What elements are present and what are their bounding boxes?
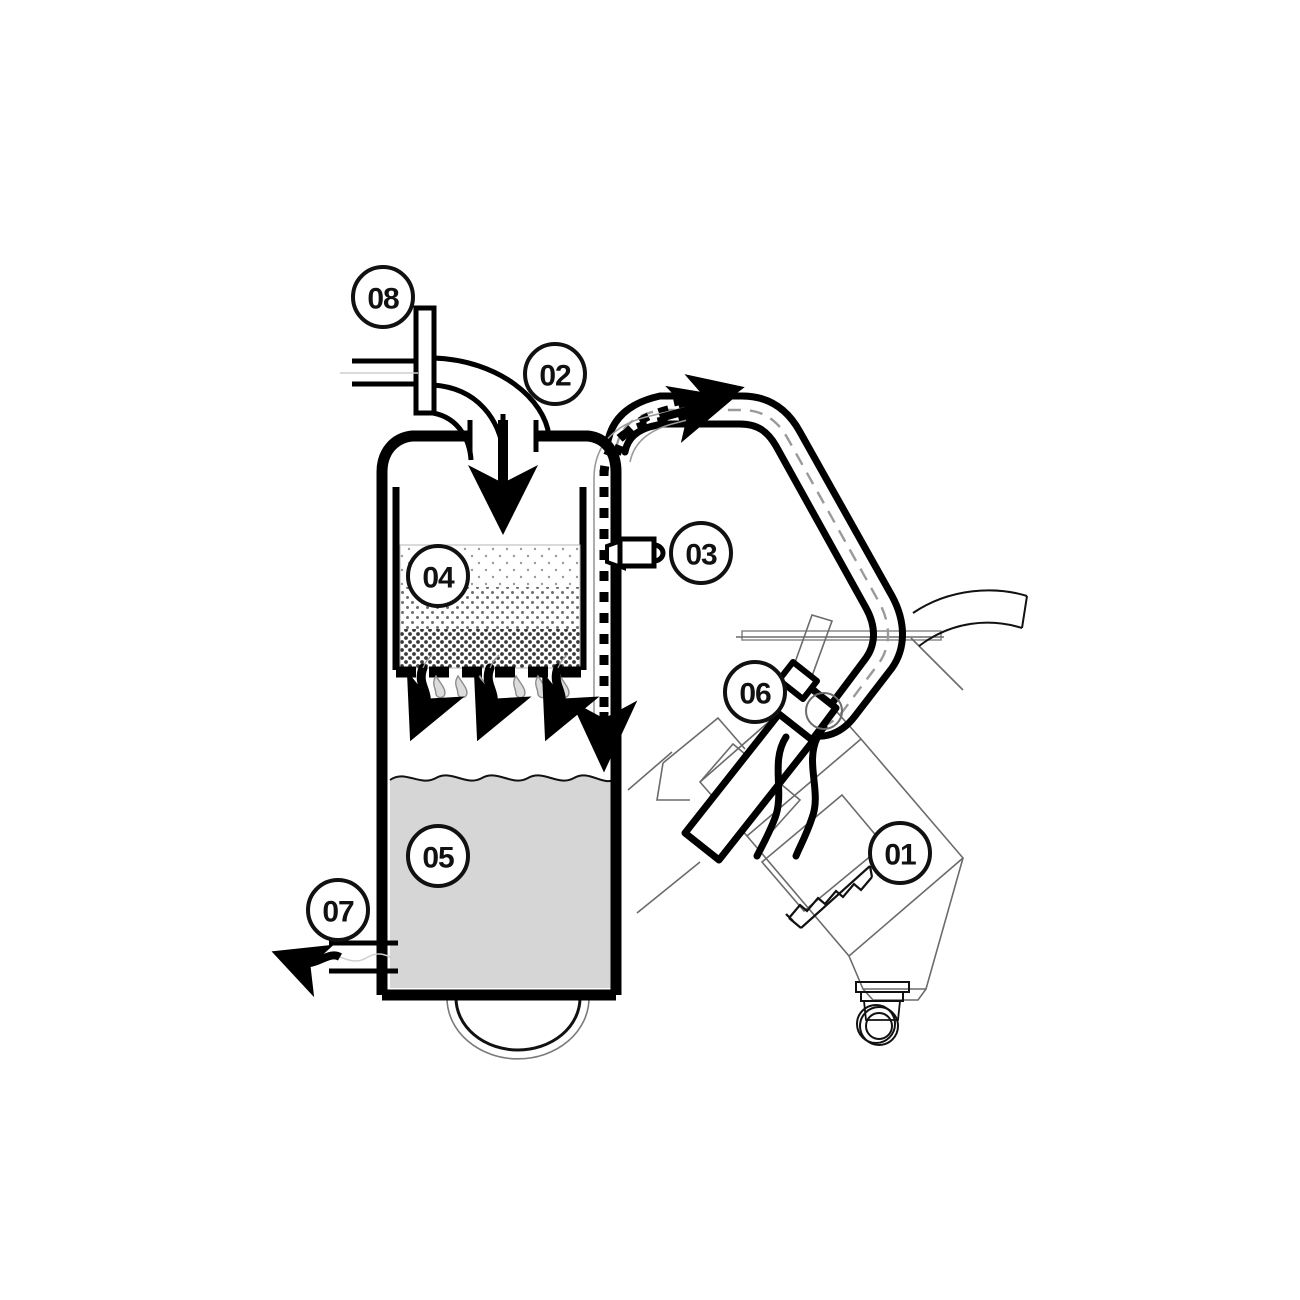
callout-08[interactable]: 08 xyxy=(351,265,415,329)
callout-02[interactable]: 02 xyxy=(523,342,587,406)
filtrate-droplets xyxy=(433,674,570,699)
drain-outlet xyxy=(271,940,398,998)
tank-inner-walls xyxy=(392,487,587,670)
callout-07[interactable]: 07 xyxy=(306,878,370,942)
callout-05-label: 05 xyxy=(422,842,454,875)
downward-flow-arrows xyxy=(406,663,600,742)
callout-02-label: 02 xyxy=(539,360,571,393)
callout-01[interactable]: 01 xyxy=(868,821,932,885)
callout-01-label: 01 xyxy=(884,839,916,872)
callout-06[interactable]: 06 xyxy=(723,660,787,724)
supply-connector xyxy=(340,305,437,416)
callout-04[interactable]: 04 xyxy=(406,544,470,608)
airflow-dotted-path xyxy=(570,374,745,773)
vacuum-vent-slats xyxy=(785,865,874,929)
callout-06-label: 06 xyxy=(739,678,771,711)
caster-wheel xyxy=(855,981,910,1046)
handle-valve-assembly xyxy=(681,659,843,864)
auxiliary-hose xyxy=(912,589,1028,647)
tank-base-arc xyxy=(446,997,590,1060)
callout-04-label: 04 xyxy=(422,562,455,595)
callout-group: 01 02 03 04 05 06 07 08 xyxy=(306,265,932,942)
outlet-port-valve xyxy=(605,536,666,571)
media-leader-lines xyxy=(422,654,568,669)
callout-07-label: 07 xyxy=(322,896,354,929)
callout-05[interactable]: 05 xyxy=(406,824,470,888)
callout-03[interactable]: 03 xyxy=(669,521,733,585)
separator-tank xyxy=(376,430,622,1001)
callout-03-label: 03 xyxy=(685,539,717,572)
callout-08-label: 08 xyxy=(367,283,399,316)
